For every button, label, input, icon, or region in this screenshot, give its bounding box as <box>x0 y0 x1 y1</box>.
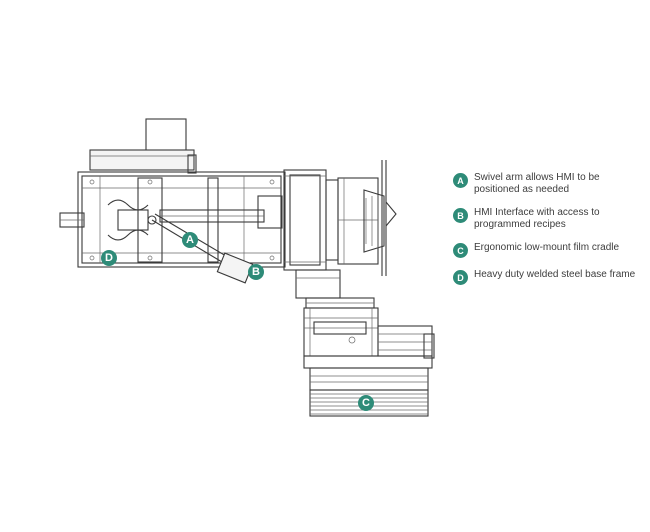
legend-text-c: Ergonomic low-mount film cradle <box>474 242 620 253</box>
legend-item-b: B HMI Interface with access to programme… <box>453 207 638 231</box>
legend-item-d: D Heavy duty welded steel base frame <box>453 269 638 285</box>
marker-d-label: D <box>105 252 113 264</box>
legend-badge-d: D <box>453 270 468 285</box>
legend: A Swivel arm allows HMI to be positioned… <box>453 172 638 296</box>
legend-item-a: A Swivel arm allows HMI to be positioned… <box>453 172 638 196</box>
marker-a: A <box>182 232 198 248</box>
legend-text-a: Swivel arm allows HMI to be positioned a… <box>474 172 600 195</box>
marker-c: C <box>358 395 374 411</box>
marker-a-label: A <box>186 234 194 246</box>
legend-badge-a: A <box>453 173 468 188</box>
marker-d: D <box>101 250 117 266</box>
legend-text-d: Heavy duty welded steel base frame <box>474 269 636 280</box>
marker-b: B <box>248 264 264 280</box>
machine-drawing <box>59 118 435 417</box>
legend-text-b: HMI Interface with access to programmed … <box>474 207 600 230</box>
marker-c-label: C <box>362 397 370 409</box>
legend-badge-b: B <box>453 208 468 223</box>
marker-b-label: B <box>252 266 260 278</box>
legend-item-c: C Ergonomic low-mount film cradle <box>453 242 638 258</box>
legend-badge-c: C <box>453 243 468 258</box>
